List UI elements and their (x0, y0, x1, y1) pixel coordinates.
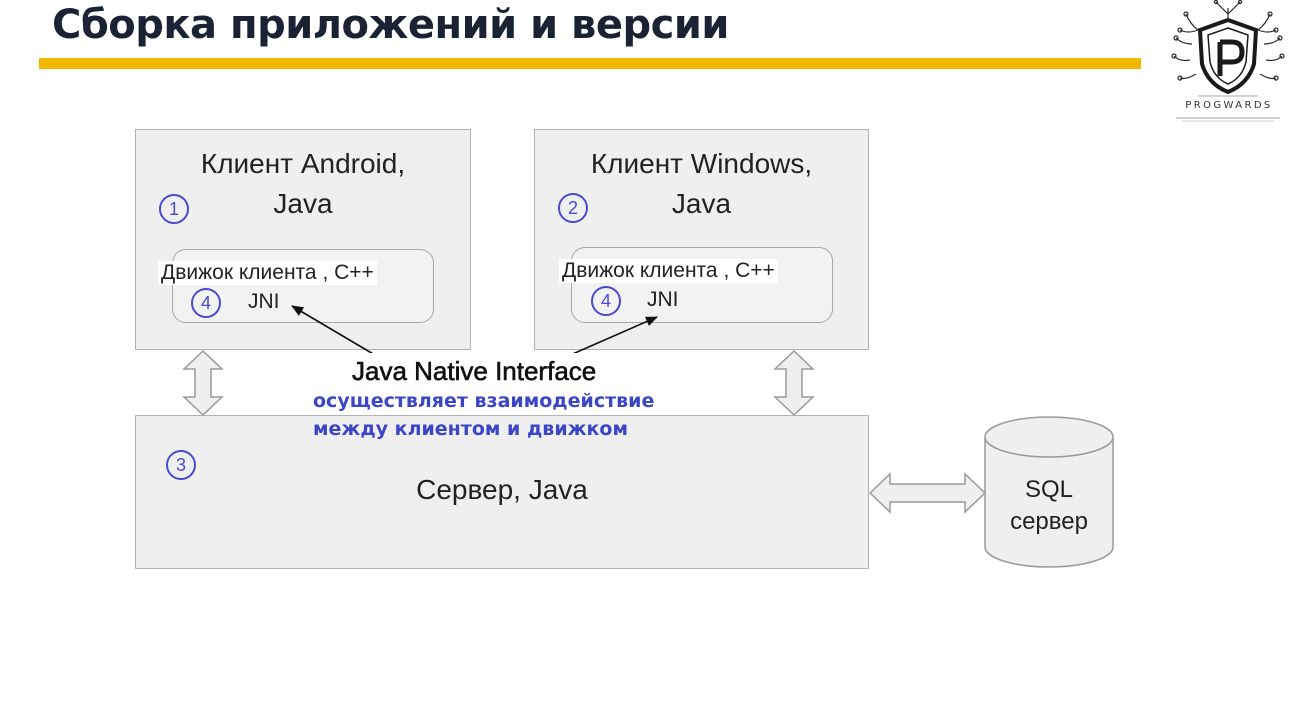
windows-engine-label: Движок клиента , C++ (559, 259, 778, 283)
progwards-logo-icon (1171, 0, 1285, 122)
windows-client-title: Клиент Windows, Java (590, 148, 813, 219)
sql-server-cylinder (984, 416, 1114, 568)
server-badge: 3 (166, 450, 196, 480)
windows-client-badge: 2 (558, 193, 588, 223)
server-sql-arrow (868, 472, 987, 514)
slide-title: Сборка приложений и версии (52, 2, 729, 48)
android-client-box: Клиент Android, Java 1 Движок клиента , … (135, 129, 471, 350)
android-engine-label: Движок клиента , C++ (158, 261, 377, 285)
jni-callout-title: Java Native Interface (352, 356, 597, 387)
windows-server-arrow (773, 349, 815, 417)
android-jni-label: JNI (248, 290, 280, 313)
windows-client-box: Клиент Windows, Java 2 Движок клиента , … (534, 129, 869, 350)
server-title: Сервер, Java (416, 474, 588, 505)
callout-arrow-windows (567, 316, 658, 357)
callout-background (306, 353, 698, 413)
logo-wordmark: PROGWARDS (1185, 100, 1273, 111)
callout-arrow-android (291, 305, 381, 359)
windows-engine-badge: 4 (591, 286, 621, 316)
android-client-badge: 1 (159, 194, 189, 224)
server-box: 3 Сервер, Java (135, 415, 869, 569)
android-client-title: Клиент Android, Java (200, 148, 406, 219)
android-server-arrow (182, 349, 224, 417)
windows-jni-label: JNI (647, 288, 679, 311)
android-engine-badge: 4 (191, 288, 221, 318)
jni-callout-description: осуществляет взаимодействие между клиент… (313, 390, 655, 440)
title-underline (39, 58, 1141, 69)
sql-server-label: SQL сервер (1010, 476, 1088, 535)
